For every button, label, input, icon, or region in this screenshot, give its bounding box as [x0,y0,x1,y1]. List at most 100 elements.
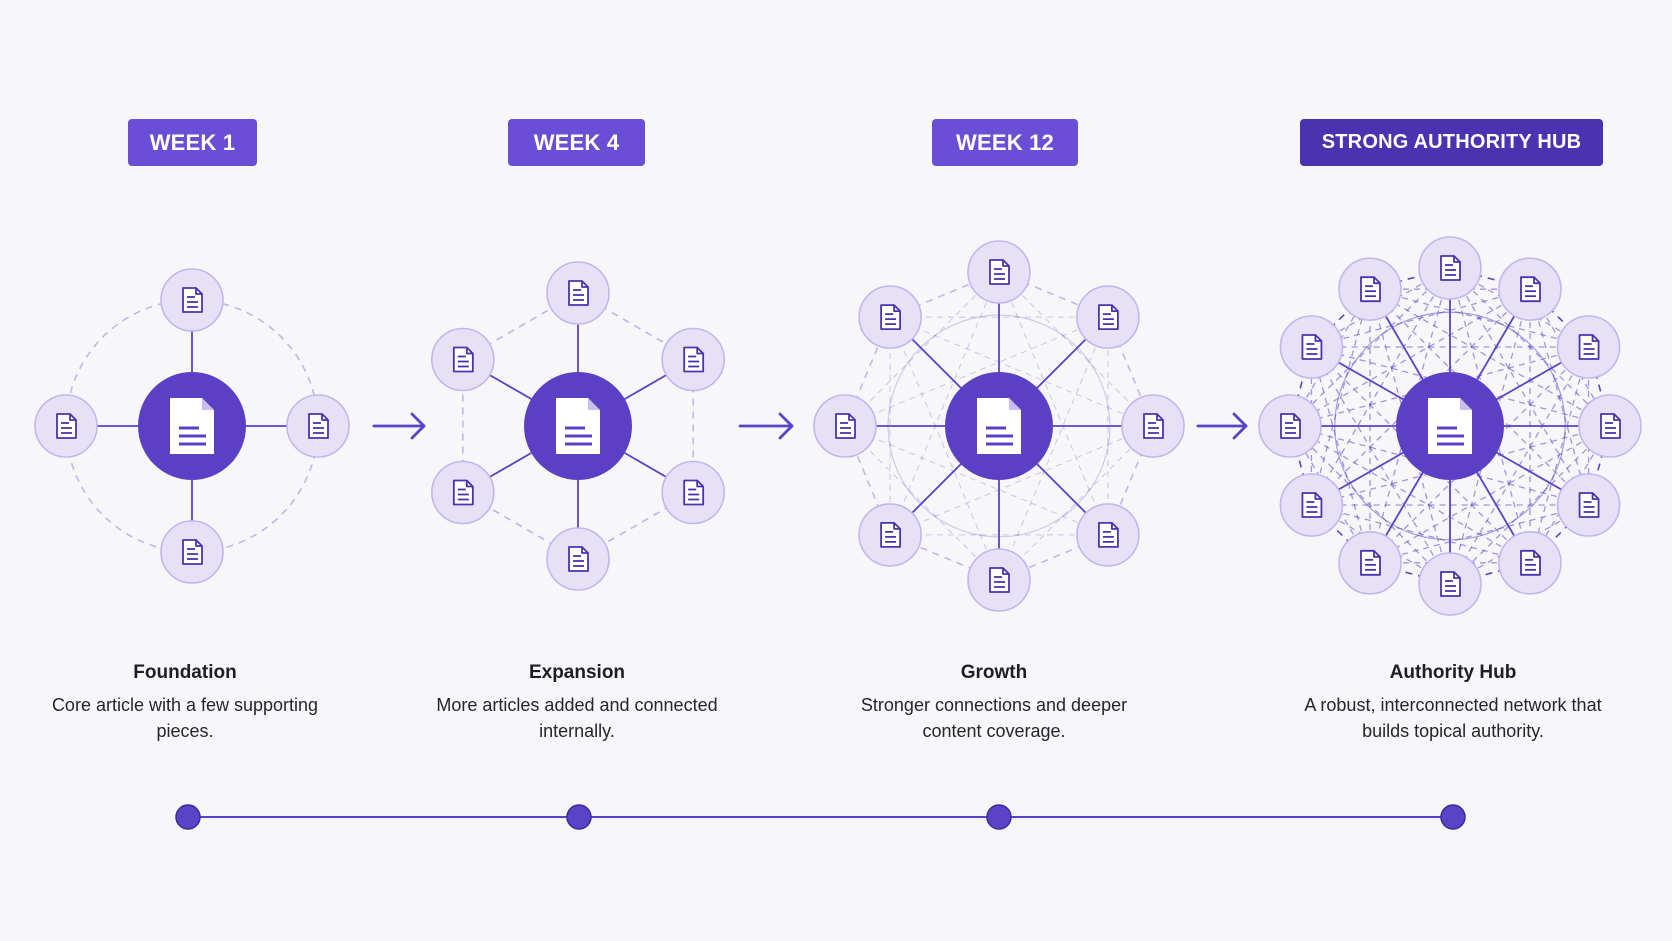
satellite-article-node [1556,315,1621,379]
caption-authority-hub: Authority Hub A robust, interconnected n… [1263,660,1643,744]
satellite-article-node [1556,473,1621,537]
timeline-point [566,804,592,830]
caption-description: A robust, interconnected network that bu… [1304,695,1602,741]
document-icon [1578,492,1600,518]
cross-connection [1289,288,1531,427]
satellite-article-node [1258,394,1322,458]
caption-description: Core article with a few supporting piece… [51,695,319,741]
caption-foundation: Foundation Core article with a few suppo… [0,660,375,744]
satellite-article-node [1121,394,1185,458]
satellite-article-node [546,261,610,325]
core-article-node [945,372,1053,480]
satellite-article-node [1279,315,1344,379]
timeline-point [1440,804,1466,830]
arrow-right-icon [738,412,794,440]
document-icon [1440,255,1461,281]
caption-expansion: Expansion More articles added and connec… [387,660,767,744]
document-icon [683,479,705,506]
cross-connection [844,425,1109,536]
document-icon [452,346,474,373]
document-icon [975,396,1023,456]
cross-connection [889,316,1000,581]
timeline-point [986,804,1012,830]
document-icon [1301,492,1323,518]
cross-connection [1289,267,1451,427]
document-icon [1360,549,1381,576]
satellite-article-node [1279,473,1344,537]
stage-badge-authority-hub: STRONG AUTHORITY HUB [1300,119,1603,166]
satellite-article-node [1418,552,1482,616]
document-icon [880,304,902,331]
caption-title: Authority Hub [1389,662,1517,683]
cross-connection [1369,288,1451,585]
caption-title: Foundation [133,662,237,683]
core-article-node [1396,372,1504,480]
satellite-article-node [1338,257,1402,321]
satellite-article-node [286,394,350,458]
cross-connection [1311,288,1531,348]
cross-connection [998,316,1109,581]
satellite-article-node [967,548,1031,612]
document-icon [1520,276,1541,303]
cross-connection [844,425,1000,581]
satellite-article-node [431,460,495,525]
cross-connection [998,271,1109,536]
satellite-article-node [813,394,877,458]
cross-connection [1369,346,1590,564]
satellite-article-node [1498,531,1562,595]
document-icon [1578,334,1600,360]
cross-connection [998,425,1154,581]
caption-title: Expansion [528,662,626,683]
document-icon [452,479,474,506]
cross-connection [1310,288,1531,506]
document-icon [56,413,77,439]
document-icon [554,396,602,456]
satellite-article-node [858,503,922,567]
document-icon [1426,396,1474,456]
document-icon [168,396,216,456]
arrow-right-icon [1196,412,1248,440]
satellite-article-node [546,527,610,591]
cross-connection [844,316,1109,427]
timeline-point [175,804,201,830]
document-icon [880,521,902,548]
cross-connection [1310,288,1371,506]
satellite-article-node [1076,503,1140,567]
cross-connection [1369,288,1611,427]
satellite-article-node [661,460,725,525]
document-icon [1143,413,1164,439]
caption-growth: Growth Stronger connections and deeper c… [804,660,1184,744]
document-icon [989,567,1010,593]
cross-connection [1310,346,1531,564]
document-icon [1600,413,1621,439]
stage-badge-week-12: WEEK 12 [932,119,1078,166]
cross-connection [1369,267,1451,564]
satellite-article-node [967,240,1031,304]
caption-description: More articles added and connected intern… [436,695,718,741]
cross-connection [1369,425,1611,564]
document-icon [1097,304,1119,331]
satellite-article-node [160,520,224,584]
cross-connection [889,425,1154,536]
document-icon [1280,413,1301,439]
document-icon [568,546,589,572]
document-icon [182,539,203,565]
document-icon [1520,549,1541,576]
cross-connection [889,271,1000,536]
caption-description: Stronger connections and deeper content … [860,695,1128,741]
stage-badge-week-4: WEEK 4 [508,119,645,166]
satellite-article-node [1418,236,1482,300]
cross-connection [1289,425,1531,564]
cross-connection [1369,288,1590,506]
core-article-node [524,372,632,480]
satellite-article-node [160,268,224,332]
arrow-right-icon [372,412,426,440]
satellite-article-node [661,327,725,392]
document-icon [835,413,856,439]
stage-badge-week-1: WEEK 1 [128,119,257,166]
cross-connection [889,316,1154,427]
document-icon [1301,334,1323,360]
core-article-node [138,372,246,480]
